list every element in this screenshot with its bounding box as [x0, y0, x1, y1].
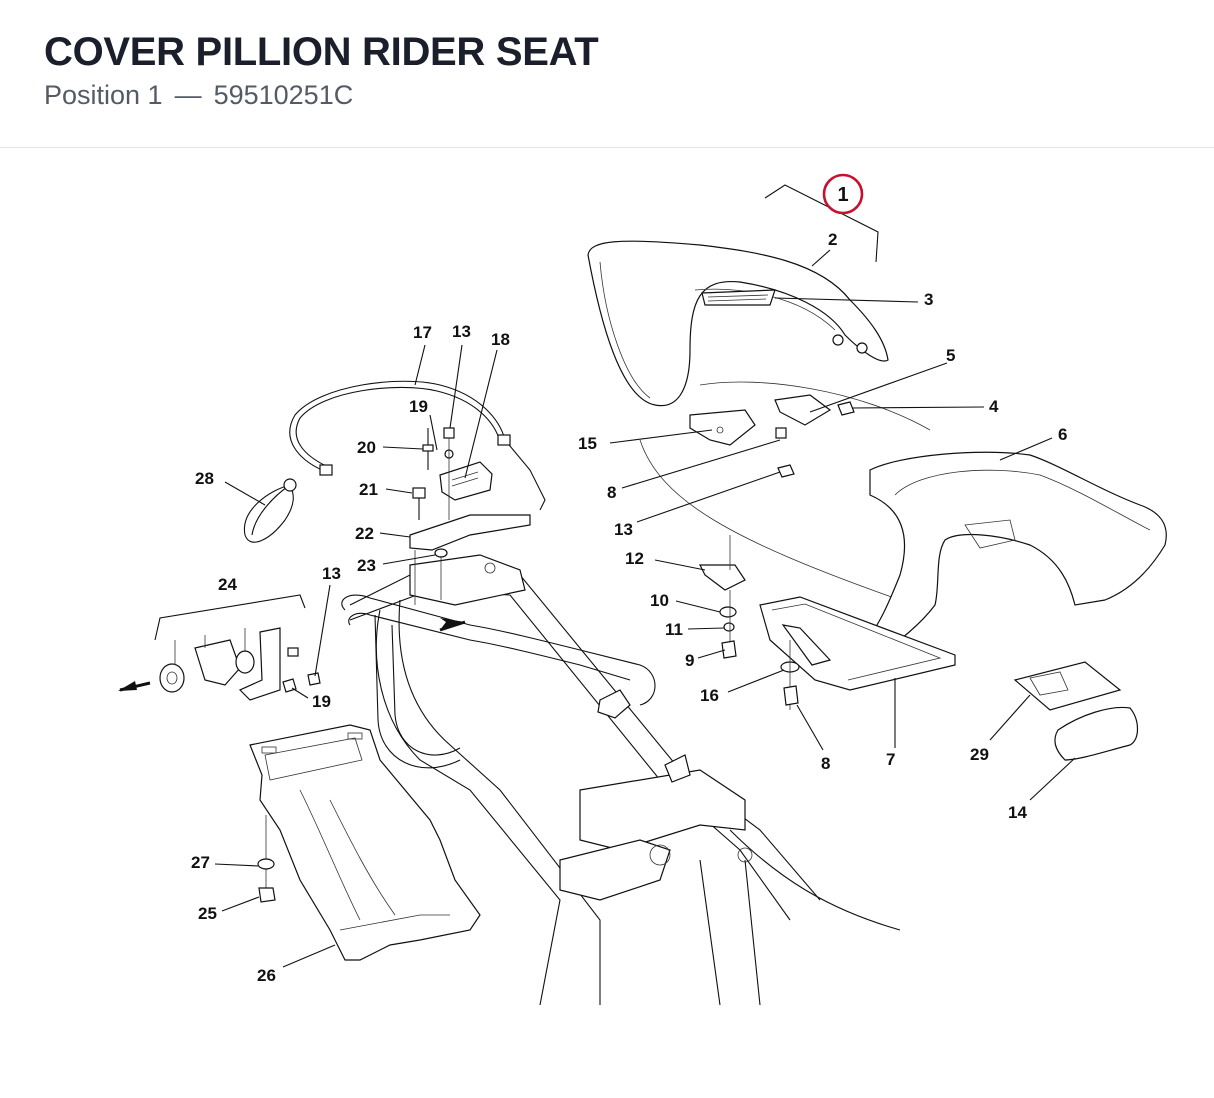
callout-29[interactable]: 29	[970, 745, 989, 764]
hardware-drawing	[118, 380, 1139, 903]
callout-17[interactable]: 17	[413, 323, 432, 342]
callout-18[interactable]: 18	[491, 330, 510, 349]
callout-26[interactable]: 26	[257, 966, 276, 985]
callout-27[interactable]: 27	[191, 853, 210, 872]
undertray-drawing	[249, 724, 481, 961]
part-number: 59510251C	[213, 80, 354, 110]
callout-9[interactable]: 9	[685, 651, 694, 670]
callout-5[interactable]: 5	[946, 346, 955, 365]
callout-28[interactable]: 28	[195, 469, 214, 488]
callout-25[interactable]: 25	[198, 904, 217, 923]
callout-3[interactable]: 3	[924, 290, 933, 309]
callout-24[interactable]: 24	[218, 575, 237, 594]
highlight-callout-circle[interactable]	[822, 173, 864, 215]
callout-21[interactable]: 21	[359, 480, 378, 499]
callout-14[interactable]: 14	[1008, 803, 1027, 822]
page-header: COVER PILLION RIDER SEAT Position 1 — 5951…	[0, 0, 1214, 148]
callout-8-upper[interactable]: 8	[607, 483, 616, 502]
subtitle-separator: —	[174, 80, 202, 110]
callout-13-right[interactable]: 13	[614, 520, 633, 539]
page-title: COVER PILLION RIDER SEAT	[44, 30, 599, 74]
callout-1[interactable]: 1	[837, 184, 848, 206]
callout-19-lower[interactable]: 19	[312, 692, 331, 711]
callout-16[interactable]: 16	[700, 686, 719, 705]
callout-11[interactable]: 11	[665, 620, 683, 639]
callout-23[interactable]: 23	[357, 556, 376, 575]
seat-cowl-drawing	[587, 240, 931, 601]
callout-13-top[interactable]: 13	[452, 322, 471, 341]
callout-12[interactable]: 12	[625, 549, 644, 568]
frame-drawing	[341, 554, 901, 1006]
rear-rail-drawing	[759, 451, 1167, 691]
callout-22[interactable]: 22	[355, 524, 374, 543]
callout-6[interactable]: 6	[1058, 425, 1067, 444]
callout-10[interactable]: 10	[650, 591, 669, 610]
callout-19-upper[interactable]: 19	[409, 397, 428, 416]
callout-4[interactable]: 4	[989, 397, 999, 416]
callout-15[interactable]: 15	[578, 434, 597, 453]
page-subtitle: Position 1 — 59510251C	[44, 80, 353, 111]
exploded-parts-diagram: 1 2 3 5 4 6 15 8 13 12 10 11 9 16 8 7 29…	[118, 173, 1167, 1006]
callout-7[interactable]: 7	[886, 750, 895, 769]
callout-8-lower[interactable]: 8	[821, 754, 830, 773]
position-label: Position 1	[44, 80, 163, 110]
callout-2[interactable]: 2	[828, 230, 837, 249]
callout-20[interactable]: 20	[357, 438, 376, 457]
callout-13-left[interactable]: 13	[322, 564, 341, 583]
